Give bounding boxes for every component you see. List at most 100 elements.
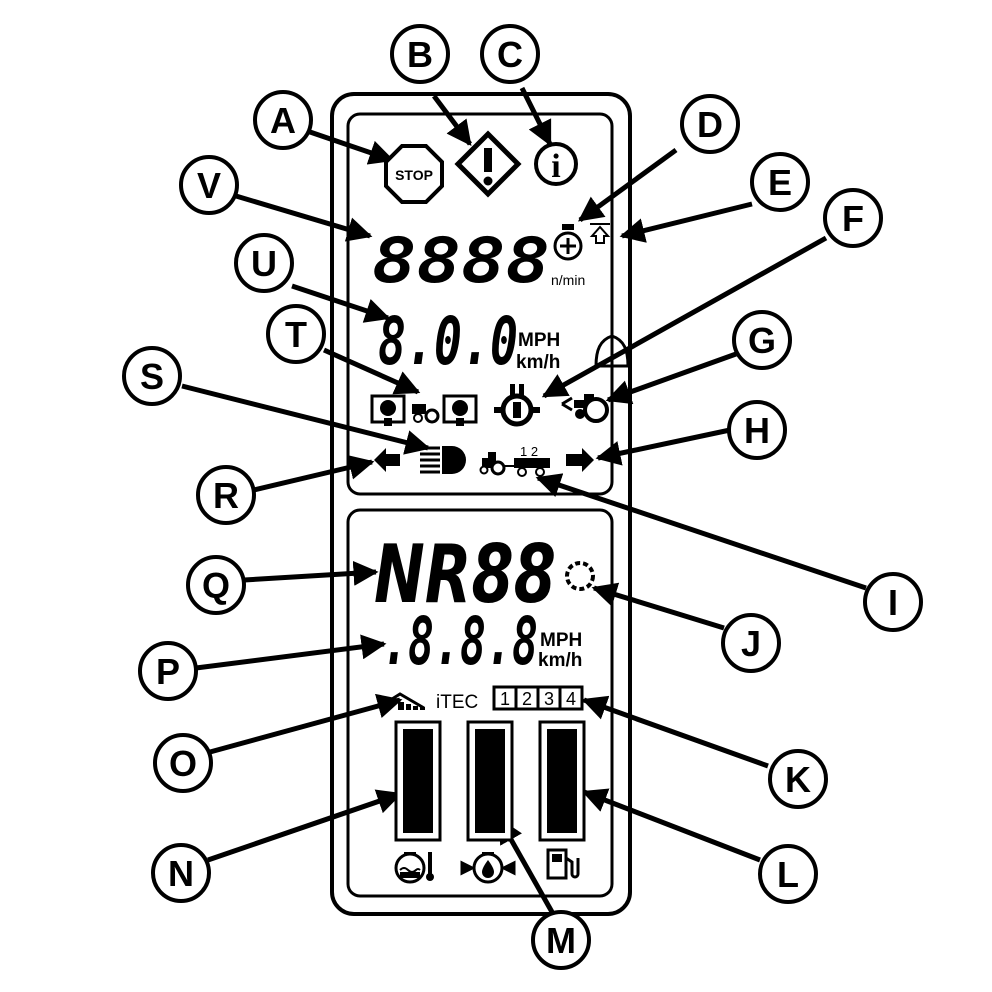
- arrow-d: [577, 147, 678, 223]
- callout-g: G: [732, 310, 792, 370]
- arrow-q: [243, 560, 379, 586]
- svg-text:G: G: [748, 320, 776, 361]
- gauge-fuel: [538, 720, 586, 842]
- arrow-p: [195, 634, 387, 671]
- four-wheel-drive-icon: [561, 394, 609, 423]
- second-speed-digits: .8.8.8: [382, 603, 538, 680]
- callout-f: F: [823, 188, 883, 248]
- headlight-icon: [420, 446, 466, 474]
- callout-o: O: [153, 733, 213, 793]
- arrow-n: [207, 789, 403, 863]
- svg-text:R: R: [213, 475, 239, 516]
- gear-indicator: NR88: [374, 528, 556, 621]
- callout-n: N: [151, 843, 211, 903]
- svg-text:T: T: [285, 314, 307, 355]
- speed2-unit-mph: MPH: [540, 630, 582, 651]
- upper-display: STOP i 8888 n/min 8.0.0 MPH: [370, 130, 630, 477]
- arrow-i: [535, 473, 867, 591]
- speed-unit-kmh: km/h: [516, 352, 560, 373]
- callout-s: S: [122, 346, 182, 406]
- rpm-unit: n/min: [551, 272, 585, 288]
- svg-text:J: J: [741, 623, 761, 664]
- gauge-coolant: [394, 720, 442, 842]
- callout-k: K: [768, 749, 828, 809]
- itec-step-1: 1: [500, 689, 510, 709]
- callout-v: V: [179, 155, 239, 215]
- svg-text:L: L: [777, 854, 799, 895]
- callout-b: B: [390, 24, 450, 84]
- arrow-k: [581, 695, 769, 769]
- svg-text:i: i: [551, 148, 560, 185]
- callout-c: C: [480, 24, 540, 84]
- svg-text:I: I: [888, 582, 898, 623]
- arrow-h: [595, 427, 731, 466]
- svg-text:P: P: [156, 651, 180, 692]
- arrow-t: [322, 347, 421, 395]
- upshift-icon: [589, 223, 611, 244]
- creep-speed-icon: [594, 334, 630, 368]
- callout-q: Q: [186, 555, 246, 615]
- svg-text:V: V: [197, 165, 221, 206]
- itec-step-4: 4: [566, 689, 576, 709]
- itec-label: iTEC: [436, 692, 478, 713]
- pto-front-rear-icon: [370, 394, 478, 426]
- svg-text:N: N: [168, 853, 194, 894]
- callout-d: D: [680, 94, 740, 154]
- arrow-s: [181, 383, 431, 455]
- right-turn-icon: [566, 448, 594, 472]
- svg-text:U: U: [251, 243, 277, 284]
- arrow-l: [581, 788, 761, 863]
- arrow-r: [253, 455, 375, 493]
- callout-e: E: [750, 152, 810, 212]
- trailer-indicator-icon: 1 2: [479, 444, 550, 477]
- arrow-v: [235, 193, 373, 242]
- callout-l: L: [758, 844, 818, 904]
- callout-h: H: [727, 400, 787, 460]
- callout-r: R: [196, 465, 256, 525]
- callout-labels: A B C D E F G H I J K L M N O P Q R S T …: [122, 24, 923, 970]
- itec-step-boxes: 1 2 3 4: [492, 685, 584, 711]
- leader-arrows: [181, 86, 867, 914]
- svg-text:O: O: [169, 743, 197, 784]
- svg-text:F: F: [842, 198, 864, 239]
- arrow-u: [291, 283, 391, 323]
- oil-pressure-icon: [460, 852, 516, 884]
- hitch-position-icon: [383, 692, 425, 710]
- svg-text:K: K: [785, 759, 811, 800]
- callout-m: M: [531, 910, 591, 970]
- arrow-g: [605, 351, 737, 405]
- callout-p: P: [138, 641, 198, 701]
- callout-u: U: [234, 233, 294, 293]
- gauge-oil-pressure: [466, 720, 514, 842]
- svg-text:S: S: [140, 356, 164, 397]
- svg-text:D: D: [697, 104, 723, 145]
- svg-text:E: E: [768, 162, 792, 203]
- arrow-j: [591, 582, 725, 631]
- itec-step-2: 2: [522, 689, 532, 709]
- diff-lock-icon: [494, 384, 540, 427]
- transmission-cog-icon: [565, 561, 595, 591]
- ground-speed-digits: 8.0.0: [378, 303, 518, 380]
- svg-text:1 2: 1 2: [520, 444, 538, 459]
- warning-icon: [454, 130, 522, 198]
- cluster-frame: [330, 92, 632, 916]
- coolant-temperature-icon: [394, 852, 434, 884]
- svg-text:A: A: [270, 100, 296, 141]
- info-icon: i: [534, 142, 578, 186]
- engine-rpm-icon: [553, 224, 583, 261]
- callout-i: I: [863, 572, 923, 632]
- left-turn-icon: [374, 448, 400, 472]
- svg-text:C: C: [497, 34, 523, 75]
- svg-text:Q: Q: [202, 565, 230, 606]
- engine-rpm-digits: 8888: [372, 224, 550, 297]
- arrow-b: [432, 94, 472, 146]
- fuel-pump-icon: [546, 848, 580, 880]
- svg-text:B: B: [407, 34, 433, 75]
- svg-text:M: M: [546, 920, 576, 961]
- svg-text:H: H: [744, 410, 770, 451]
- arrow-o: [209, 693, 403, 755]
- arrow-f: [541, 235, 828, 399]
- lower-display: NR88 .8.8.8 MPH km/h iTEC 1 2 3 4: [374, 528, 595, 884]
- svg-text:STOP: STOP: [395, 167, 433, 183]
- speed2-unit-kmh: km/h: [538, 650, 582, 671]
